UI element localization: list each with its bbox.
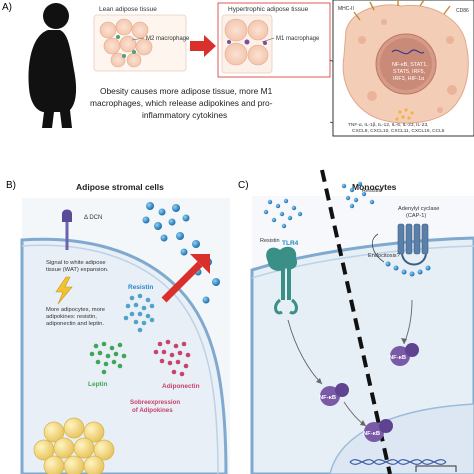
tlr4-receptor-icon [266,246,298,315]
surface-receptors [353,0,451,21]
panel-b-title: Adipose stromal cells [76,182,164,192]
nfkb-complex-upper [390,343,419,366]
secretion-arrow [161,254,210,303]
obesity-caption-line-1: Obesity causes more adipose tissue, more… [100,86,273,96]
leptin-dots [89,341,127,375]
extracellular-resistin-dots [142,202,220,304]
adenylyl-cyclase-icon [397,223,429,266]
dna-helix-icon [349,459,447,465]
m2-macrophage-label: M2 macrophage [146,36,190,42]
hypertrophic-box-frame [217,2,331,78]
sobreexpression-line-1: Sobreexpression [130,399,180,406]
nucleus-factors-line-2: STAT5, IRF5, [393,69,426,75]
lean-tissue-illustration [93,14,187,72]
endocytosis-arrow [371,233,385,263]
panel-c: C) Monocytes Resistin Resistin [238,169,474,474]
adiponectin-dots [153,339,191,377]
hypertrophic-tissue-illustration [221,14,273,74]
monocyte-inner-membrane [251,245,474,279]
panel-b: B) Adipose stromal cells Δ DCN Signal to… [6,180,230,474]
cytokines-line-1: TNF-α, IL-1β, IL-12, IL-6, IL-23, IL-23, [348,122,428,128]
obesity-caption-line-3: inflammatory cytokines [142,110,227,120]
resistin-dots-right [341,181,375,209]
cytokine-dots [395,108,414,121]
transcription-bracket [415,465,457,472]
more-text-line-3: adiponectin and leptin. [46,321,104,327]
sobreexpression-line-2: of Adipokines [132,407,173,414]
nfkb-label-upper: NF-κB [389,355,406,361]
cytokines-line-2: CXCL9, CXCL10, CXCL11, CXCL16, CCL5 [352,128,445,134]
nucleus-factors-line-1: NF-κB, STAT1, [392,62,428,68]
cyclase-label-line-1: Adenylyl cyclase [398,206,439,212]
panel-a-letter: A) [2,2,12,13]
obese-person-silhouette [28,3,77,128]
nfkb-label-left: NF-κB [319,395,336,401]
signal-text-line-1: Signal to white adipose [46,260,106,266]
tlr4-label: TLR4 [282,240,299,247]
panel-a: A) Lean adipose tissue M2 macrophage Hyp… [2,0,474,137]
hypertrophic-tissue-title: Hypertrophic adipose tissue [228,6,309,13]
more-text-line-2: adipokines: resistin, [46,314,97,320]
obesity-caption-line-2: macrophages, which release adipokines an… [90,98,273,108]
pathway-divider [320,169,392,474]
nucleus-factors-line-3: IRF3, HIF-1α [393,76,424,82]
more-text-line-1: More adipocytes, more [46,307,105,313]
m1-macrophage-label: M1 macrophage [276,36,320,42]
signal-text-line-2: tissue (WAT) expansion. [46,267,109,273]
cyclase-label-line-2: (CAP-1) [406,213,426,219]
endocytosis-label: Endocitosis? [368,253,400,259]
adiponectin-label: Adiponectin [162,383,200,390]
panel-b-letter: B) [6,180,16,191]
mhc-ii-label: MHC-II [338,6,354,12]
lean-tissue-title: Lean adipose tissue [99,6,157,13]
m1-pointer [261,37,275,43]
internalized-resistin-dots [385,261,431,277]
arrow-heads [316,338,407,426]
dcn-receptor-icon [62,209,72,250]
m2-pointer [131,37,145,41]
resistin-dots-left [263,198,303,229]
cd86-label: CD86 [456,8,469,14]
dcn-label: Δ DCN [84,215,102,221]
resistin-label-left: Resistin [260,238,280,244]
leptin-label: Leptin [88,381,108,388]
panel-c-title: Monocytes [352,182,397,192]
resistin-label-b: Resistin [128,284,153,291]
adipocyte-cluster [33,417,115,474]
m1-macrophage-cell [342,4,469,124]
panel-c-letter: C) [238,180,249,191]
nfkb-label-nucleus: NF-κB [363,431,380,437]
nfkb-complex-left [320,383,349,406]
obesity-transition-arrow [190,35,216,57]
lightning-icon [55,276,73,305]
nfkb-complex-nucleus [364,419,393,442]
resistin-label-right: Resistin [362,188,382,194]
intracellular-resistin-dots [123,293,155,333]
